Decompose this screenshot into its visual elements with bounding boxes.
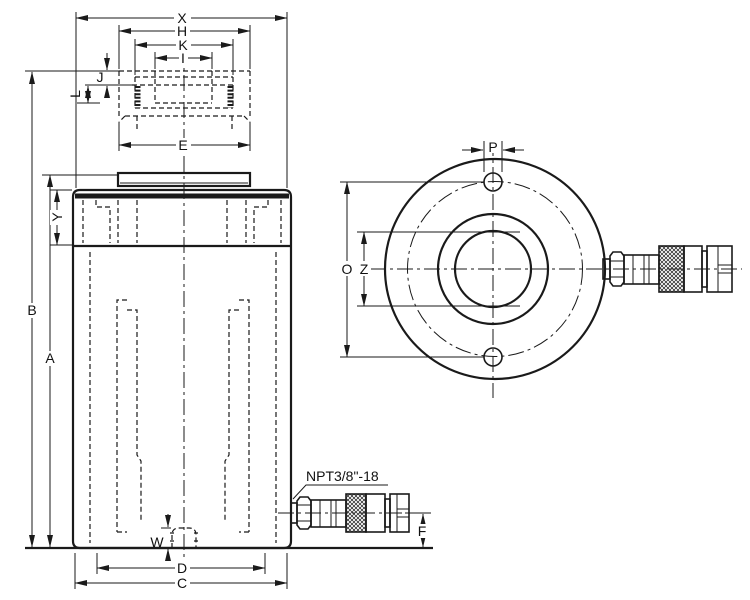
- coupler-plan-view: [602, 245, 733, 293]
- dim-label-D: D: [177, 560, 187, 576]
- dim-label-Z: Z: [360, 261, 369, 277]
- port-thread-callout: NPT3/8"-18: [292, 468, 388, 500]
- dim-label-K: K: [178, 37, 188, 53]
- dim-label-X: X: [177, 10, 187, 26]
- dim-label-I: I: [181, 50, 185, 66]
- bottom-plug-hidden: [170, 527, 198, 548]
- coupler-end-cap: [389, 493, 410, 533]
- dim-label-H: H: [177, 23, 187, 39]
- port-thread-note: NPT3/8"-18: [306, 468, 379, 484]
- dim-label-W: W: [150, 534, 164, 550]
- hidden-lines-internal: [82, 200, 282, 543]
- dim-label-P: P: [488, 139, 497, 155]
- coupler-knurl-plan: [658, 245, 685, 293]
- coupler-front-view: [278, 493, 418, 533]
- dim-label-C: C: [177, 575, 187, 591]
- dim-label-A: A: [45, 350, 55, 366]
- dim-label-Y: Y: [49, 212, 65, 222]
- dim-label-B: B: [27, 302, 36, 318]
- front-view-dimensions: X H K I E J L Y B A W D C F NPT3/8"-18: [25, 10, 431, 591]
- cylinder-body-outline: [71, 188, 293, 550]
- front-view: [25, 48, 433, 558]
- dim-label-E: E: [178, 137, 187, 153]
- dim-label-O: O: [342, 261, 353, 277]
- plan-view: [370, 140, 742, 398]
- extended-plunger-detail: [25, 70, 251, 132]
- dim-label-F: F: [418, 523, 427, 539]
- coupler-knurl: [345, 493, 367, 533]
- plan-view-dimensions: P O Z: [339, 139, 524, 358]
- dim-label-J: J: [97, 69, 104, 85]
- dim-label-L: L: [67, 90, 83, 98]
- coupler-end-cap-plan: [706, 245, 733, 293]
